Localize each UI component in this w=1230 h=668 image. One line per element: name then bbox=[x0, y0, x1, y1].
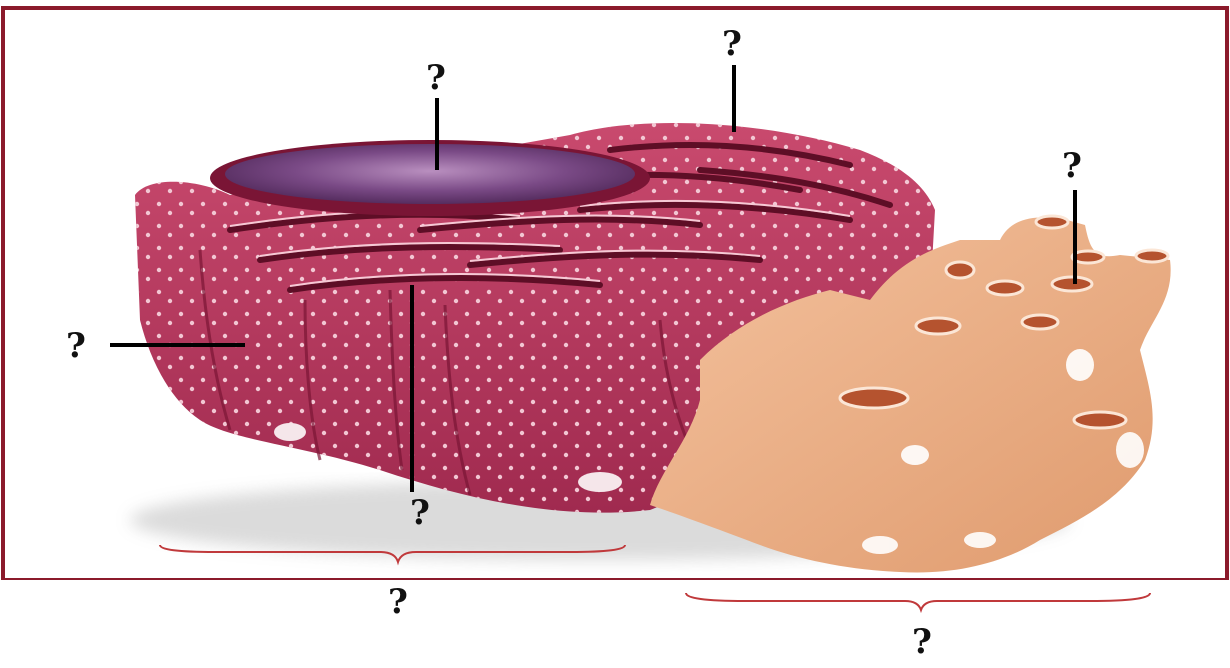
fenestration-2 bbox=[578, 472, 622, 492]
label-smooth-er-bracket: ? bbox=[912, 625, 932, 659]
label-rough-er-bracket: ? bbox=[388, 585, 408, 619]
label-cisterna: ? bbox=[410, 496, 430, 530]
nuclear-envelope-inner bbox=[225, 144, 635, 204]
bottom-strip bbox=[0, 580, 1230, 668]
nuclear-envelope bbox=[210, 140, 650, 216]
label-nuclear-envelope: ? bbox=[426, 61, 446, 95]
fenestration-1 bbox=[274, 423, 306, 441]
label-rough-er-top: ? bbox=[722, 27, 742, 61]
label-smooth-er-tubule: ? bbox=[1062, 149, 1082, 183]
label-ribosome-left: ? bbox=[66, 329, 86, 363]
